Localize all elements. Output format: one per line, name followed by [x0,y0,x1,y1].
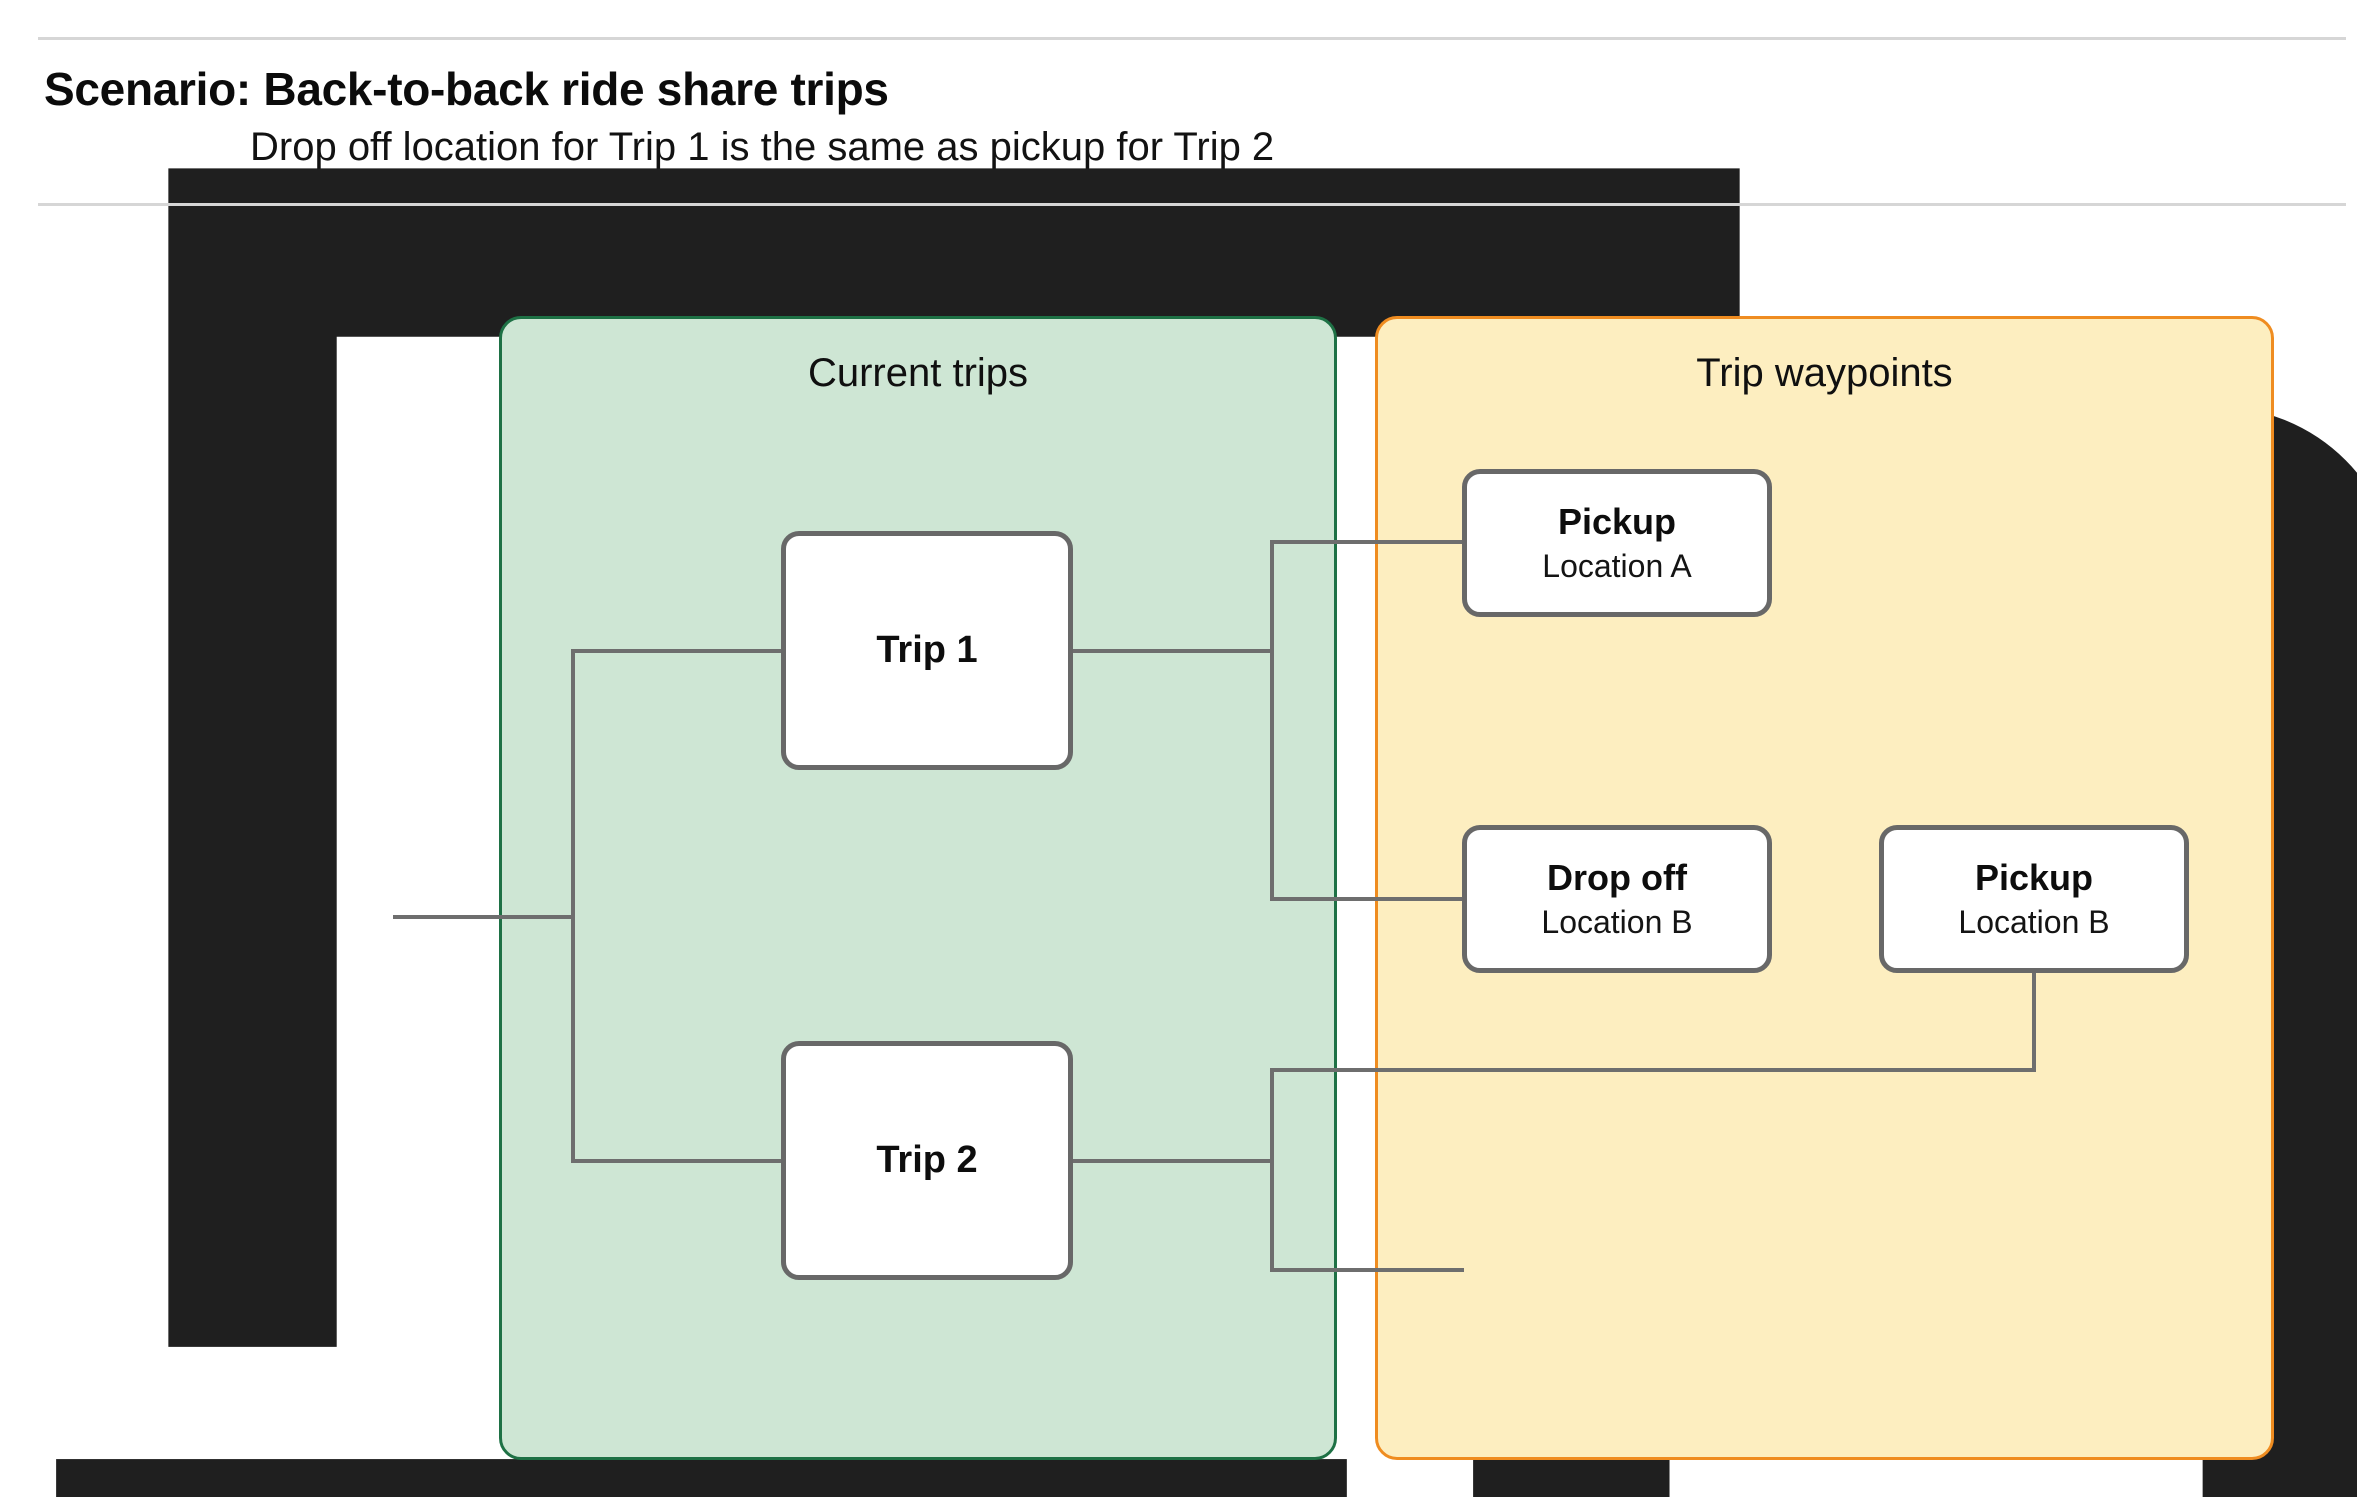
node-pickup-b-subtitle: Location B [1958,903,2110,940]
node-dropoff-b-title: Drop off [1547,857,1687,899]
group-current-trips-title: Current trips [807,351,1029,395]
page-subtitle: Drop off location for Trip 1 is the same… [250,125,1275,169]
node-pickup-a-subtitle: Location A [1542,547,1692,584]
page-title: Scenario: Back-to-back ride share trips [44,63,889,115]
node-trip-2[interactable]: Trip 2 [781,1041,1073,1280]
node-trip-1[interactable]: Trip 1 [781,531,1073,770]
node-pickup-a-title: Pickup [1557,501,1677,543]
group-trip-waypoints-title: Trip waypoints [1696,351,1953,395]
header-divider-top [38,37,2346,40]
header-divider-bottom [38,203,2346,206]
node-trip-1-title: Trip 1 [876,628,978,671]
node-pickup-location-b[interactable]: Pickup Location B [1879,825,2189,973]
node-dropoff-location-b[interactable]: Drop off Location B [1462,825,1772,973]
node-pickup-b-title: Pickup [1974,857,2094,899]
node-pickup-location-a[interactable]: Pickup Location A [1462,469,1772,617]
node-trip-2-title: Trip 2 [876,1138,978,1181]
node-dropoff-b-subtitle: Location B [1541,903,1693,940]
group-current-trips: Current trips [499,316,1337,1460]
